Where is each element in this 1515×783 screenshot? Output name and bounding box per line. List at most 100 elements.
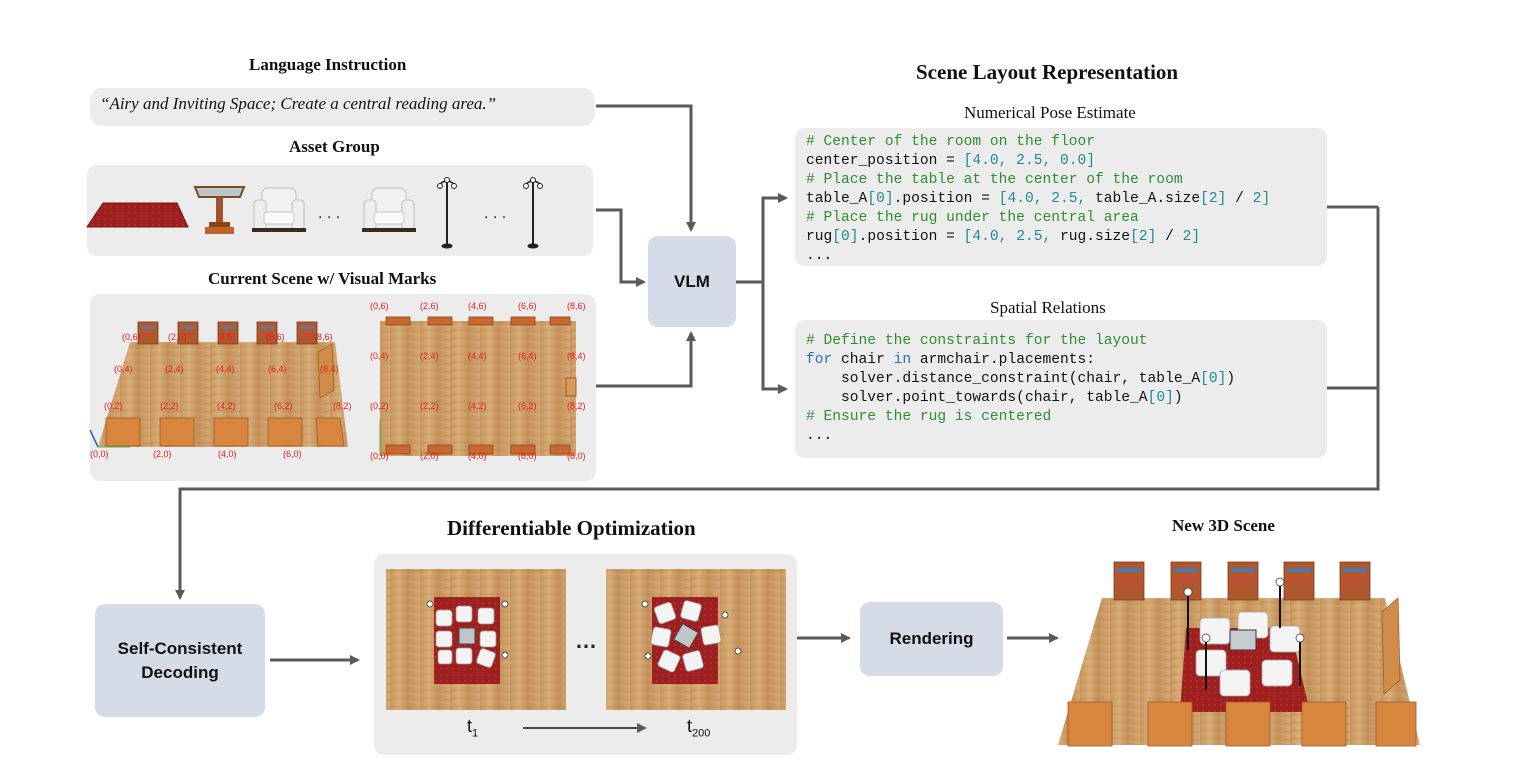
visual-mark: (4,4) (216, 364, 235, 374)
code-token: armchair.placements: (911, 352, 1096, 368)
table-asset-image (193, 186, 246, 234)
visual-mark: (6,4) (518, 351, 537, 361)
asset-group-title: Asset Group (289, 137, 380, 156)
code-line: for chair in armchair.placements: (806, 351, 1235, 370)
visual-mark: (8,4) (567, 351, 586, 361)
asset-ellipsis-1: . . . (318, 205, 341, 222)
numerical-code-panel (795, 128, 1327, 266)
visual-mark: (8,2) (567, 401, 586, 411)
floor-lamp-asset-image-2 (523, 177, 543, 249)
arrow-assets-to-vlm (596, 208, 646, 287)
visual-mark: (4,0) (468, 451, 487, 461)
visual-mark: (6,0) (518, 451, 537, 461)
visual-mark: (2,6) (168, 332, 187, 342)
code-token: 2] (1182, 229, 1201, 245)
code-token: [2] (1200, 191, 1227, 207)
visual-mark: (8,6) (567, 301, 586, 311)
code-line: # Place the rug under the central area (806, 209, 1270, 228)
code-token: [4.0, 2.5, (998, 191, 1096, 207)
optimization-frame-t1 (386, 569, 566, 710)
code-token: ... (806, 248, 833, 264)
asset-ellipsis-2: . . . (484, 205, 507, 222)
time-start-label: t1 (467, 716, 479, 740)
visual-mark: (2,0) (153, 449, 172, 459)
visual-mark: (8,0) (567, 451, 586, 461)
numerical-code-block: # Center of the room on the floor center_… (806, 133, 1270, 266)
visual-mark: (2,0) (420, 451, 439, 461)
code-token: in (893, 352, 912, 368)
code-token: [0] (1200, 371, 1227, 387)
spatial-code-panel (795, 320, 1327, 458)
arrow-scene-to-vlm (596, 331, 696, 388)
code-token: .position = (893, 191, 999, 207)
code-token: [2] (1130, 229, 1157, 245)
visual-mark: (2,4) (420, 351, 439, 361)
optimization-title: Differentiable Optimization (447, 516, 696, 540)
floor-lamp-asset-image (437, 177, 457, 249)
code-token: table_A.size (1095, 191, 1201, 207)
code-line: # Place the table at the center of the r… (806, 171, 1270, 190)
visual-mark: (8,2) (333, 401, 352, 411)
code-token: # Place the table at the center of the r… (806, 172, 1183, 188)
visual-mark: (4,0) (218, 449, 237, 459)
time-end-label: t200 (687, 716, 711, 740)
code-token: chair (832, 352, 894, 368)
code-line: # Ensure the rug is centered (806, 408, 1235, 427)
visual-mark: (4,2) (468, 401, 487, 411)
code-line: ... (806, 427, 1235, 446)
code-token: solver.point_towards(chair, table_A (806, 390, 1148, 406)
visual-mark: (2,6) (420, 301, 439, 311)
visual-mark: (6,6) (266, 332, 285, 342)
frames-ellipsis: … (575, 628, 597, 653)
arrow-layout-to-decoding (175, 205, 1380, 600)
code-token: rug (806, 229, 833, 245)
visual-mark: (0,0) (90, 449, 109, 459)
visual-mark: (8,4) (320, 364, 339, 374)
code-line: ... (806, 247, 1270, 266)
code-token: ) (1226, 371, 1236, 387)
visual-mark: (0,0) (370, 451, 389, 461)
visual-mark: (8,6) (314, 332, 333, 342)
armchair-asset-image (252, 187, 306, 232)
visual-mark: (4,4) (468, 351, 487, 361)
code-token: ) (1173, 390, 1183, 406)
code-token: .position = (858, 229, 964, 245)
arrow-language-to-vlm (596, 104, 696, 232)
language-instruction-title: Language Instruction (249, 55, 407, 74)
arrow-vlm-to-layout (736, 193, 788, 394)
visual-mark: (2,4) (165, 364, 184, 374)
scene-perspective-image (89, 321, 348, 448)
scene-layout-title: Scene Layout Representation (916, 60, 1179, 84)
new-scene-title: New 3D Scene (1172, 516, 1275, 535)
new-scene-render-image (1058, 561, 1420, 747)
code-line: # Center of the room on the floor (806, 133, 1270, 152)
code-line: # Define the constraints for the layout (806, 332, 1235, 351)
code-line: solver.point_towards(chair, table_A[0]) (806, 389, 1235, 408)
self-consistent-decoding-box: Self-Consistent Decoding (95, 604, 265, 717)
code-line: center_position = [4.0, 2.5, 0.0] (806, 152, 1270, 171)
visual-mark: (6,2) (518, 401, 537, 411)
rendering-box: Rendering (860, 602, 1003, 676)
vlm-box: VLM (648, 236, 736, 327)
visual-mark: (0,6) (370, 301, 389, 311)
code-token: ... (806, 428, 833, 444)
code-token: 2] (1252, 191, 1271, 207)
visual-mark: (6,2) (274, 401, 293, 411)
code-token: [4.0, 2.5, (963, 229, 1060, 245)
code-token: / (1226, 191, 1253, 207)
code-token: # Place the rug under the central area (806, 210, 1139, 226)
instruction-panel (90, 88, 595, 126)
visual-mark: (0,6) (122, 332, 141, 342)
optimization-frame-t200 (606, 569, 786, 710)
visual-mark: (0,2) (104, 401, 123, 411)
armchair-asset-image-2 (362, 187, 416, 232)
rug-asset-image (86, 202, 189, 228)
visual-mark: (6,4) (268, 364, 287, 374)
scene-topdown-image (379, 316, 577, 456)
visual-mark: (2,2) (420, 401, 439, 411)
visual-mark: (4,6) (468, 301, 487, 311)
code-token: / (1156, 229, 1183, 245)
code-token: # Center of the room on the floor (806, 134, 1096, 150)
visual-mark: (6,0) (283, 449, 302, 459)
